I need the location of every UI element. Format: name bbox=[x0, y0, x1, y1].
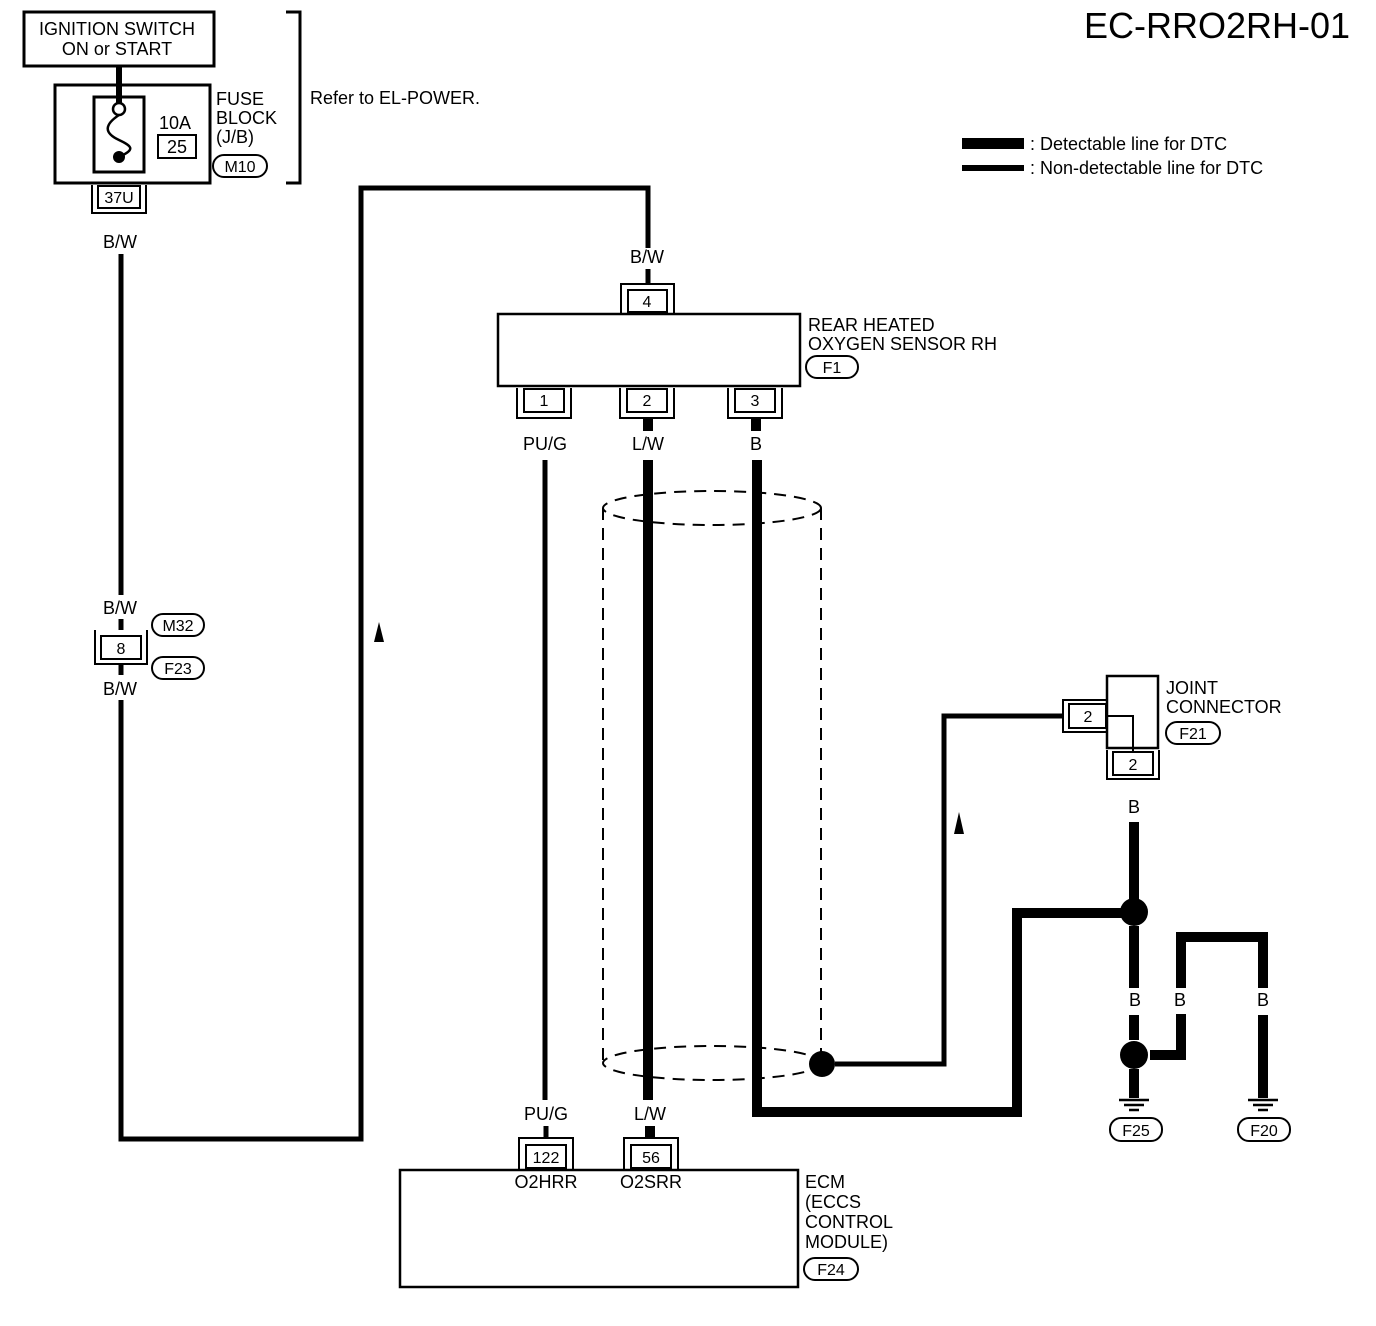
sensor-pin-3-label: 3 bbox=[751, 393, 760, 410]
legend: : Detectable line for DTC : Non-detectab… bbox=[962, 134, 1263, 178]
wire-label-bw-3: B/W bbox=[103, 679, 137, 699]
legend-non-detectable-swatch bbox=[962, 165, 1024, 171]
legend-non-detectable-text: : Non-detectable line for DTC bbox=[1030, 158, 1263, 178]
ground-f25-label: F25 bbox=[1122, 1123, 1150, 1140]
joint-pin-side-label: 2 bbox=[1084, 709, 1093, 726]
ground-f20-label: F20 bbox=[1250, 1123, 1278, 1140]
current-arrow-right bbox=[954, 812, 964, 834]
ground-f20: F20 bbox=[1237, 1098, 1291, 1142]
power-bracket bbox=[286, 10, 302, 185]
fuse-bottom-terminal bbox=[113, 151, 125, 163]
ecm-pin-122-name: O2HRR bbox=[514, 1172, 577, 1192]
ignition-switch: IGNITION SWITCH ON or START bbox=[22, 10, 216, 68]
fuse-block-label-2: BLOCK bbox=[216, 108, 277, 128]
fuse-block-label-1: FUSE bbox=[216, 89, 264, 109]
ecm-label-2: (ECCS bbox=[805, 1192, 861, 1212]
wire-label-b-joint: B bbox=[1128, 797, 1140, 817]
ground-splice-upper bbox=[1120, 898, 1148, 926]
fuse-rating: 10A bbox=[159, 113, 191, 133]
ecm-pin-56-name: O2SRR bbox=[620, 1172, 682, 1192]
wire-label-b-top: B bbox=[750, 434, 762, 454]
joint-connector: 2 2 JOINT CONNECTOR F21 bbox=[1062, 674, 1282, 780]
fuse-icon bbox=[106, 113, 132, 159]
connector-f23: F23 bbox=[164, 661, 192, 678]
wire-label-pug-top: PU/G bbox=[523, 434, 567, 454]
joint-connector-id: F21 bbox=[1179, 726, 1207, 743]
ecm-label-3: CONTROL bbox=[805, 1212, 893, 1232]
inline-connector-pin: 8 bbox=[117, 641, 126, 658]
sensor-pin-2: 2 bbox=[619, 388, 675, 419]
wire-label-lw-bottom: L/W bbox=[634, 1104, 666, 1124]
sensor-label-2: OXYGEN SENSOR RH bbox=[808, 334, 997, 354]
sensor-pin-4-label: 4 bbox=[643, 294, 652, 311]
sensor-pin-3: 3 bbox=[727, 388, 783, 419]
joint-label-2: CONNECTOR bbox=[1166, 697, 1282, 717]
wire-label-bw-1: B/W bbox=[103, 232, 137, 252]
refer-note: Refer to EL-POWER. bbox=[310, 88, 480, 108]
sensor-label-1: REAR HEATED bbox=[808, 315, 935, 335]
ignition-label-1: IGNITION SWITCH bbox=[39, 19, 195, 39]
ecm-label-1: ECM bbox=[805, 1172, 845, 1192]
wire-label-bw-2: B/W bbox=[103, 598, 137, 618]
terminal-37u-label: 37U bbox=[104, 190, 133, 207]
fuse-top-terminal bbox=[111, 101, 127, 117]
current-arrow-left bbox=[374, 622, 384, 642]
ground-f25: F25 bbox=[1109, 1098, 1163, 1142]
wire-label-b-left: B bbox=[1129, 990, 1141, 1010]
ground-splice-lower bbox=[1120, 1041, 1148, 1069]
wire-shield bbox=[602, 490, 822, 1081]
ecm-connector: F24 bbox=[817, 1262, 845, 1279]
ecm-pin-56-label: 56 bbox=[642, 1150, 660, 1167]
wire-b-sensor-ground bbox=[752, 460, 1134, 1117]
ignition-label-2: ON or START bbox=[62, 39, 172, 59]
fuse-block: 10A 25 FUSE BLOCK (J/B) M10 bbox=[53, 66, 277, 185]
ecm-pin-122: 122 bbox=[518, 1137, 574, 1170]
rear-heated-oxygen-sensor: REAR HEATED OXYGEN SENSOR RH F1 bbox=[496, 312, 997, 388]
wire-label-bw-sensor: B/W bbox=[630, 247, 664, 267]
fuse-block-connector: M10 bbox=[224, 159, 255, 176]
wire-label-pug-bottom: PU/G bbox=[524, 1104, 568, 1124]
wire-shield-drain bbox=[835, 713, 1064, 1067]
inline-connector-m32-f23: 8 M32 F23 bbox=[94, 613, 205, 680]
wire-label-b-right: B bbox=[1257, 990, 1269, 1010]
fuse-block-label-3: (J/B) bbox=[216, 127, 254, 147]
legend-detectable-swatch bbox=[962, 138, 1024, 149]
sensor-pin-1-label: 1 bbox=[540, 393, 549, 410]
joint-label-1: JOINT bbox=[1166, 678, 1218, 698]
terminal-37u: 37U bbox=[91, 185, 147, 214]
ecm: O2HRR O2SRR ECM (ECCS CONTROL MODULE) F2… bbox=[398, 1168, 893, 1289]
wire-b-mid-upper bbox=[1176, 932, 1268, 988]
sensor-pin-2-label: 2 bbox=[643, 393, 652, 410]
wire-b-mid-lower bbox=[1150, 1014, 1186, 1060]
wire-label-b-mid: B bbox=[1174, 990, 1186, 1010]
shield-drain-splice bbox=[809, 1051, 835, 1077]
connector-m32: M32 bbox=[162, 618, 193, 635]
ecm-label-4: MODULE) bbox=[805, 1232, 888, 1252]
wire-bw-loop bbox=[118, 185, 651, 1142]
legend-detectable-text: : Detectable line for DTC bbox=[1030, 134, 1227, 154]
sensor-pin-4: 4 bbox=[620, 283, 675, 314]
wire-label-lw-top: L/W bbox=[632, 434, 664, 454]
sensor-pin-1: 1 bbox=[516, 388, 572, 419]
ecm-pin-122-label: 122 bbox=[533, 1150, 560, 1167]
fuse-number: 25 bbox=[167, 137, 187, 157]
joint-pin-bottom-label: 2 bbox=[1129, 757, 1138, 774]
ecm-pin-56: 56 bbox=[623, 1137, 679, 1170]
sensor-connector: F1 bbox=[823, 360, 842, 377]
diagram-id: EC-RRO2RH-01 bbox=[1084, 5, 1350, 46]
